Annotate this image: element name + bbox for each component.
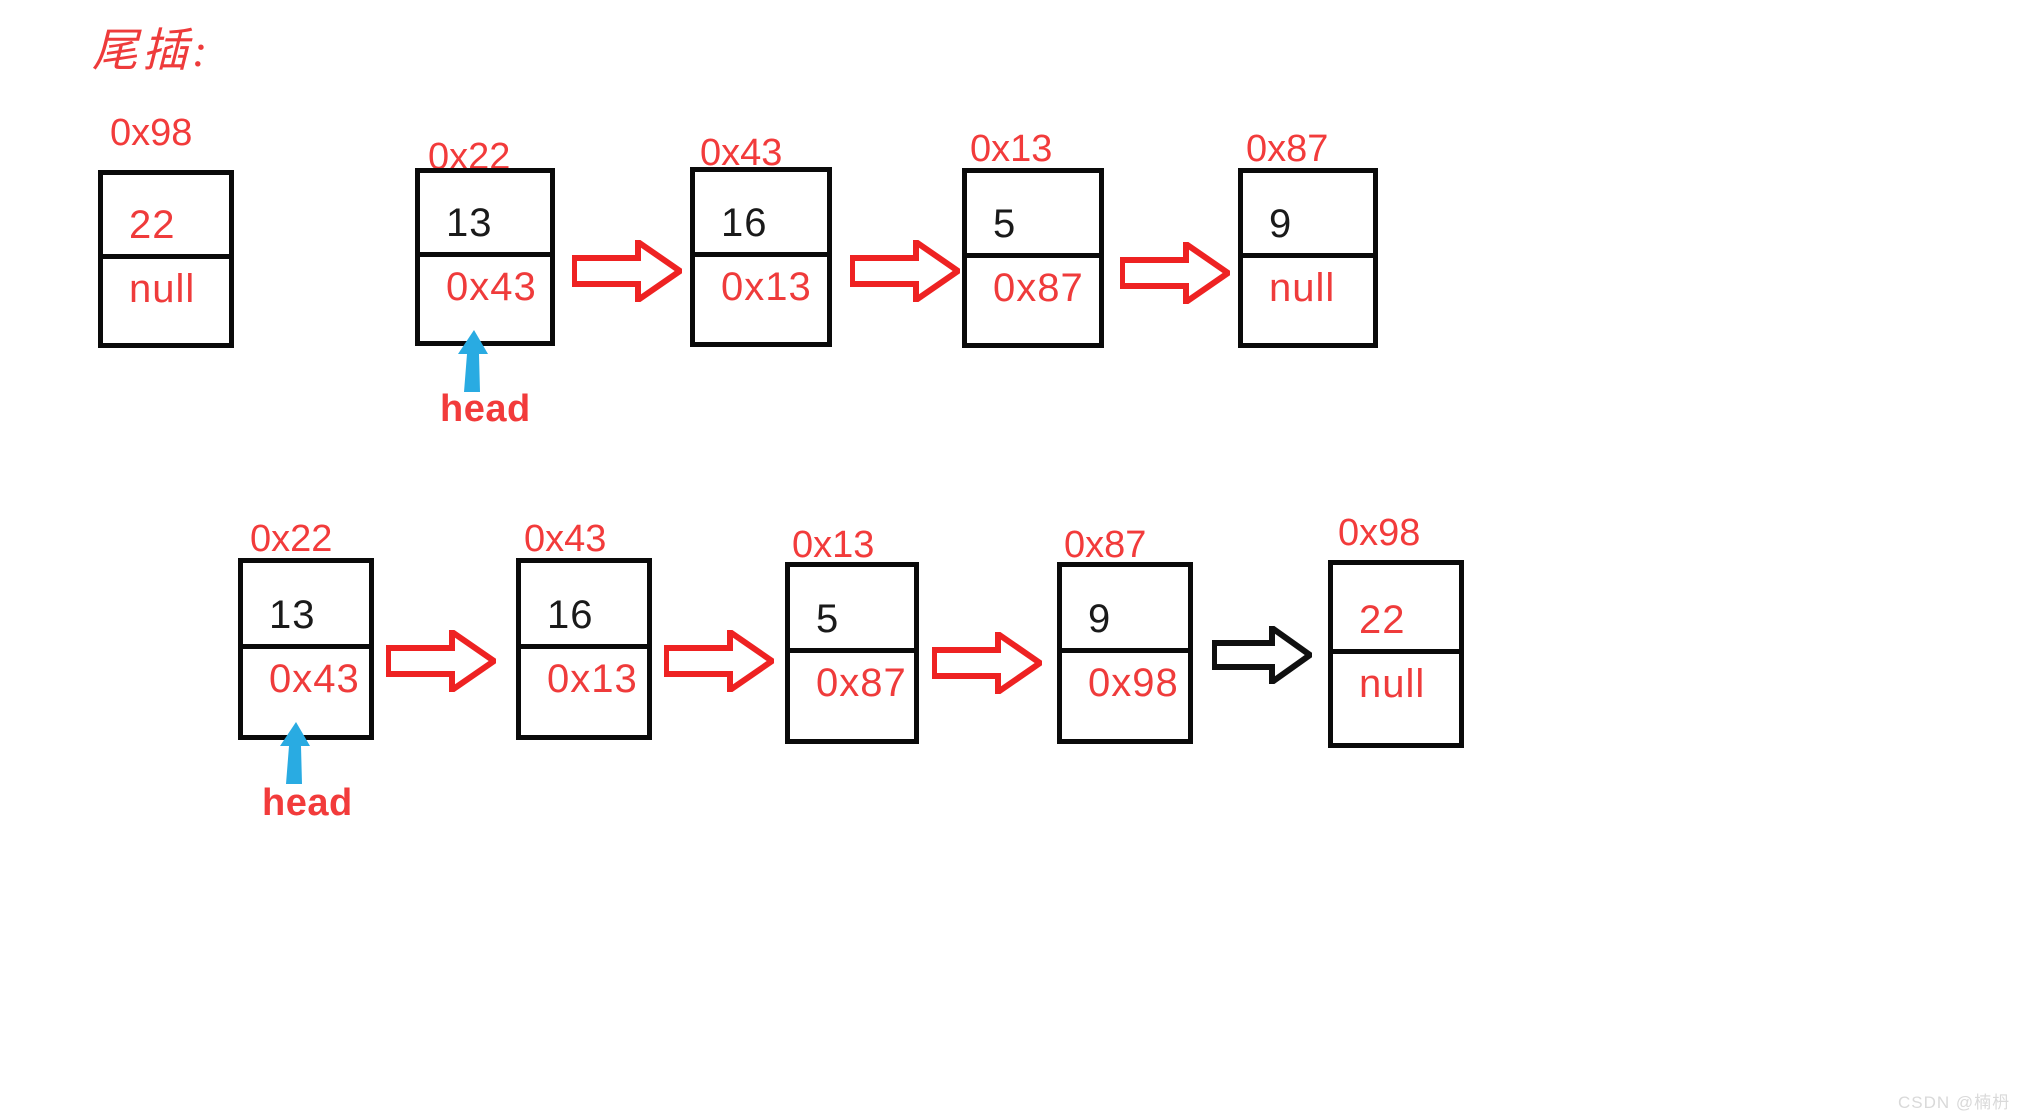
head-pointer-arrow-icon: [272, 722, 322, 784]
node-next: 0x43: [446, 265, 537, 309]
node-next: 0x13: [721, 265, 812, 309]
page-title: 尾插:: [92, 25, 212, 76]
node-value-cell: 13: [420, 173, 550, 257]
node-value: 13: [269, 593, 316, 637]
node-next-cell: null: [1333, 654, 1459, 743]
head-pointer-arrow-icon: [450, 330, 500, 392]
node-value: 13: [446, 201, 493, 245]
node-next-cell: 0x98: [1062, 653, 1188, 739]
node-value: 16: [721, 201, 768, 245]
list-node: 5 0x87: [785, 562, 919, 744]
address-label: 0x43: [524, 518, 607, 560]
node-value: 9: [1269, 202, 1293, 246]
address-label: 0x13: [792, 524, 875, 566]
node-value: 5: [993, 202, 1017, 246]
node-value-cell: 5: [790, 567, 914, 653]
address-label: 0x98: [1338, 512, 1421, 554]
node-next: null: [1359, 662, 1426, 706]
link-arrow-icon: [572, 240, 682, 302]
node-value-cell: 9: [1062, 567, 1188, 653]
list-node: 22 null: [1328, 560, 1464, 748]
node-next-cell: null: [1243, 258, 1373, 343]
node-value-cell: 22: [1333, 565, 1459, 654]
node-next: 0x87: [993, 266, 1084, 310]
list-node: 16 0x13: [690, 167, 832, 347]
link-arrow-icon: [1212, 626, 1312, 684]
link-arrow-icon: [850, 240, 960, 302]
list-node: 5 0x87: [962, 168, 1104, 348]
node-value-cell: 22: [103, 175, 229, 259]
node-value-cell: 16: [521, 563, 647, 649]
list-node: 13 0x43: [415, 168, 555, 346]
node-value-cell: 5: [967, 173, 1099, 258]
node-value: 16: [547, 593, 594, 637]
node-value-cell: 16: [695, 172, 827, 257]
node-value: 9: [1088, 597, 1112, 641]
address-label: 0x13: [970, 128, 1053, 170]
node-next: 0x87: [816, 661, 907, 705]
head-pointer-label: head: [262, 782, 353, 824]
link-arrow-icon: [932, 632, 1042, 694]
address-label: 0x22: [250, 518, 333, 560]
node-next-cell: 0x43: [243, 649, 369, 735]
node-next: 0x98: [1088, 661, 1179, 705]
node-next: 0x13: [547, 657, 638, 701]
node-next-cell: 0x87: [790, 653, 914, 739]
node-next: 0x43: [269, 657, 360, 701]
node-value-cell: 13: [243, 563, 369, 649]
node-value-cell: 9: [1243, 173, 1373, 258]
node-value: 22: [129, 203, 176, 247]
address-label: 0x98: [110, 112, 193, 154]
address-label: 0x87: [1246, 128, 1329, 170]
address-label: 0x87: [1064, 524, 1147, 566]
node-next: null: [129, 267, 196, 311]
list-node: 22 null: [98, 170, 234, 348]
list-node: 16 0x13: [516, 558, 652, 740]
node-next-cell: null: [103, 259, 229, 343]
link-arrow-icon: [386, 630, 496, 692]
link-arrow-icon: [1120, 242, 1230, 304]
list-node: 13 0x43: [238, 558, 374, 740]
node-next: null: [1269, 266, 1336, 310]
node-next-cell: 0x43: [420, 257, 550, 341]
node-next-cell: 0x87: [967, 258, 1099, 343]
list-node: 9 0x98: [1057, 562, 1193, 744]
watermark: CSDN @楠枬: [1898, 1093, 2011, 1112]
head-pointer-label: head: [440, 388, 531, 430]
node-value: 5: [816, 597, 840, 641]
link-arrow-icon: [664, 630, 774, 692]
list-node: 9 null: [1238, 168, 1378, 348]
node-value: 22: [1359, 598, 1406, 642]
node-next-cell: 0x13: [521, 649, 647, 735]
node-next-cell: 0x13: [695, 257, 827, 342]
